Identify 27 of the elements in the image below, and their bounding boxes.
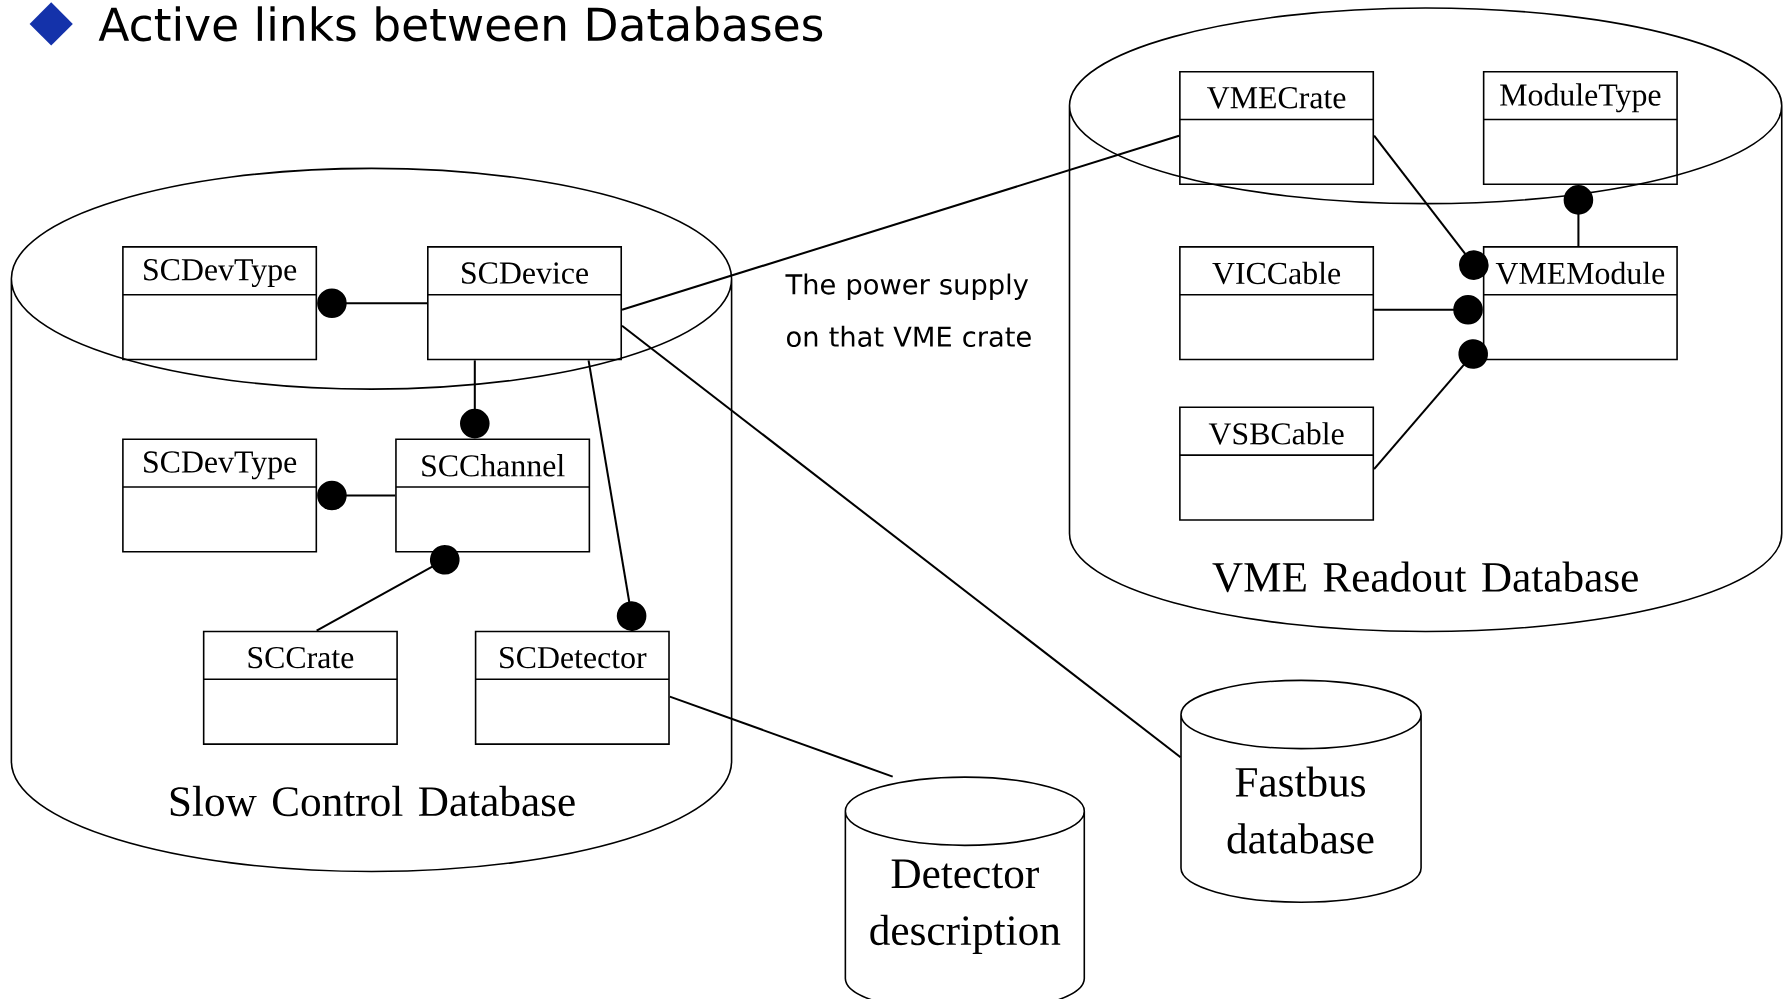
connector — [460, 360, 490, 439]
connector — [1374, 295, 1483, 325]
connector — [317, 288, 427, 319]
title: Active links between Databases — [98, 6, 823, 42]
class-box: ModuleType — [1482, 70, 1678, 186]
class-box: VSBCable — [1179, 406, 1375, 521]
database-cylinder: Fastbus database — [1180, 679, 1422, 904]
connector — [669, 695, 894, 778]
connector — [621, 324, 1182, 759]
connector — [317, 480, 396, 511]
connector — [1563, 185, 1594, 247]
database-cylinder: Detector description — [844, 776, 1086, 999]
class-box: VMEModule — [1482, 246, 1678, 361]
connector — [1373, 339, 1488, 470]
connector — [1373, 135, 1489, 280]
class-box: VMECrate — [1179, 70, 1375, 186]
class-box: SCDevType — [122, 246, 318, 361]
connector — [587, 360, 647, 631]
class-box: SCCrate — [202, 630, 398, 745]
class-box: SCDevice — [427, 246, 623, 361]
connector — [621, 134, 1180, 311]
class-box: VICCable — [1179, 246, 1375, 361]
note: The power supply on that VME crate — [785, 273, 1031, 347]
class-box: SCDetector — [474, 630, 670, 745]
class-box: SCChannel — [395, 438, 591, 553]
connector — [316, 545, 460, 632]
class-box: SCDevType — [122, 438, 318, 553]
